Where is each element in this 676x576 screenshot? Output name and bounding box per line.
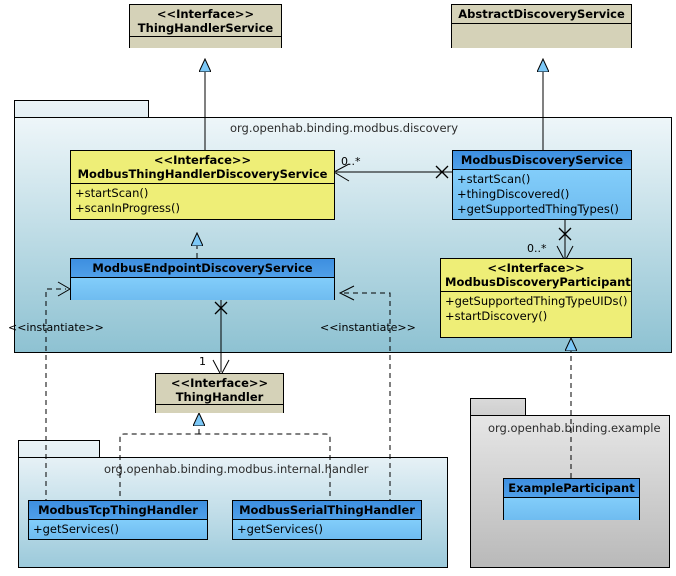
class-name: ModbusDiscoveryParticipant — [445, 275, 631, 289]
class-thing-handler[interactable]: <<Interface>> ThingHandler — [155, 373, 284, 413]
class-header: <<Interface>> ModbusDiscoveryParticipant — [441, 259, 631, 292]
class-member: +getServices() — [237, 522, 323, 536]
class-header: <<Interface>> ThingHandler — [156, 374, 283, 405]
class-name: ModbusDiscoveryService — [460, 153, 624, 167]
edge-label-instantiate-right: <<instantiate>> — [320, 321, 416, 334]
class-member: +startDiscovery() — [445, 309, 548, 323]
class-modbus-discovery-service[interactable]: ModbusDiscoveryService +startScan() +thi… — [452, 150, 632, 220]
edge-label-endpoint-thinghandler: 1 — [199, 355, 206, 368]
class-modbus-serial-thing-handler[interactable]: ModbusSerialThingHandler +getServices() — [232, 500, 422, 540]
class-stereotype: <<Interface>> — [487, 261, 585, 275]
edge-association-discovery-to-participant — [556, 220, 574, 263]
class-header: <<Interface>> ThingHandlerService — [130, 5, 281, 37]
class-thing-handler-service[interactable]: <<Interface>> ThingHandlerService — [129, 4, 282, 48]
class-header: ModbusEndpointDiscoveryService — [71, 259, 334, 278]
class-members: +getSupportedThingTypeUIDs() +startDisco… — [441, 292, 631, 326]
package-label-internal-handler: org.openhab.binding.modbus.internal.hand… — [104, 462, 369, 476]
class-member: +startScan() — [457, 172, 531, 186]
package-tab — [470, 398, 526, 416]
package-tab — [18, 440, 100, 458]
package-label-modbus-discovery: org.openhab.binding.modbus.discovery — [230, 121, 459, 135]
edge-instantiate-left — [45, 281, 71, 504]
edge-label-instantiate-left: <<instantiate>> — [8, 321, 104, 334]
class-header: <<Interface>> ModbusThingHandlerDiscover… — [71, 151, 334, 184]
class-members: +startScan() +scanInProgress() — [71, 184, 334, 218]
class-modbus-thing-handler-discovery-service[interactable]: <<Interface>> ModbusThingHandlerDiscover… — [70, 150, 335, 220]
class-modbus-endpoint-discovery-service[interactable]: ModbusEndpointDiscoveryService — [70, 258, 335, 300]
class-modbus-tcp-thing-handler[interactable]: ModbusTcpThingHandler +getServices() — [28, 500, 208, 540]
class-member: +getServices() — [33, 522, 119, 536]
edge-association-endpoint-to-thinghandler — [212, 300, 230, 377]
class-abstract-discovery-service[interactable]: AbstractDiscoveryService — [451, 4, 632, 48]
class-member: +scanInProgress() — [75, 201, 181, 215]
edge-label-discovery-participant: 0..* — [527, 242, 547, 255]
edge-label-discovery-thdservice: 0..* — [341, 155, 361, 168]
class-members — [156, 405, 283, 413]
class-name: ExampleParticipant — [508, 481, 635, 495]
class-member: +thingDiscovered() — [457, 187, 570, 201]
class-members — [130, 37, 281, 48]
class-members — [504, 498, 639, 520]
class-name: ModbusTcpThingHandler — [38, 503, 198, 517]
class-members: +startScan() +thingDiscovered() +getSupp… — [453, 170, 631, 219]
package-label-example: org.openhab.binding.example — [488, 421, 661, 435]
class-members — [452, 24, 631, 48]
class-members: +getServices() — [29, 520, 207, 539]
edge-realization-handlers-to-thinghandler — [119, 413, 331, 505]
class-header: ModbusTcpThingHandler — [29, 501, 207, 520]
class-name: AbstractDiscoveryService — [458, 7, 625, 21]
class-name: ModbusEndpointDiscoveryService — [92, 261, 313, 275]
class-member: +getSupportedThingTypeUIDs() — [445, 294, 628, 308]
edge-instantiate-right — [338, 285, 391, 504]
class-modbus-discovery-participant[interactable]: <<Interface>> ModbusDiscoveryParticipant… — [440, 258, 632, 338]
class-members — [71, 278, 334, 300]
class-header: ModbusDiscoveryService — [453, 151, 631, 170]
class-stereotype: <<Interface>> — [170, 376, 269, 390]
class-name: ThingHandler — [175, 390, 264, 404]
class-header: ExampleParticipant — [504, 479, 639, 498]
class-name: ModbusSerialThingHandler — [239, 503, 415, 517]
class-example-participant[interactable]: ExampleParticipant — [503, 478, 640, 520]
class-header: AbstractDiscoveryService — [452, 5, 631, 24]
class-name: ModbusThingHandlerDiscoveryService — [77, 167, 328, 181]
class-stereotype: <<Interface>> — [153, 153, 252, 167]
class-name: ThingHandlerService — [137, 21, 274, 35]
class-member: +startScan() — [75, 186, 149, 200]
package-tab — [14, 100, 149, 118]
class-header: ModbusSerialThingHandler — [233, 501, 421, 520]
class-members: +getServices() — [233, 520, 421, 539]
class-member: +getSupportedThingTypes() — [457, 202, 619, 216]
class-stereotype: <<Interface>> — [156, 7, 255, 21]
